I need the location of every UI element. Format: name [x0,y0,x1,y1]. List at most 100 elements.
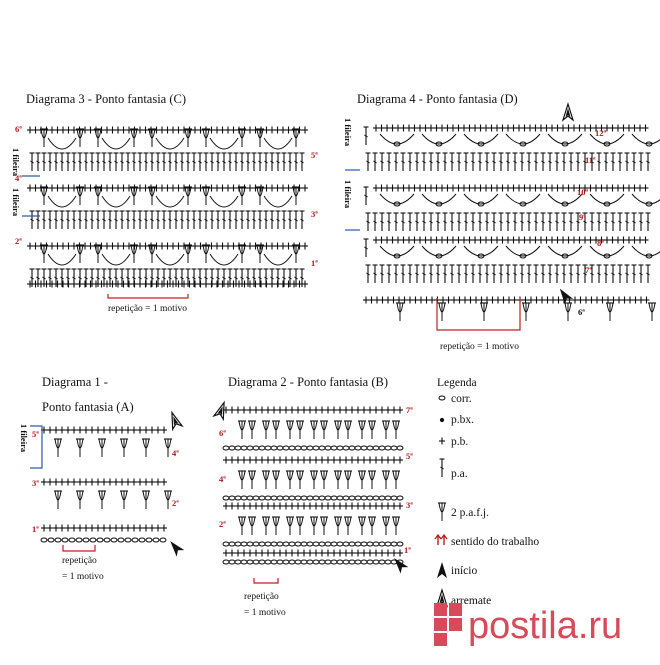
single-crochet-stitch [388,235,397,245]
chain-stitch [300,559,308,565]
double-crochet-stitch [392,152,400,172]
single-crochet-stitch [295,183,304,193]
chain-stitch [47,537,55,543]
single-crochet-stitch [454,183,463,193]
single-crochet-stitch [405,235,413,245]
single-crochet-stitch [330,548,338,558]
chain-stitch [222,541,230,547]
single-crochet-stitch [432,183,441,193]
single-crochet-stitch [240,405,248,415]
double-crochet-stitch [385,264,393,284]
double-crochet-stitch [76,152,84,172]
single-crochet-stitch [118,425,126,435]
foundation-single-crochet [505,295,513,305]
single-crochet-stitch [97,183,106,193]
double-crochet-stitch [497,212,505,232]
single-crochet-stitch [592,183,600,193]
cluster-stitch [357,516,367,536]
chain-stitch [312,559,320,565]
single-crochet-stitch [258,548,266,558]
chain-stitch [152,537,160,543]
single-crochet-stitch [537,235,545,245]
single-crochet-stitch [390,501,398,511]
single-crochet-stitch [82,425,90,435]
chain-arc [421,245,457,257]
single-crochet-stitch [348,405,356,415]
cluster-stitch [237,420,247,440]
chain-stitch [82,537,90,543]
svg-text:p.bx.: p.bx. [451,414,474,426]
foundation-single-crochet [444,295,453,305]
chain-stitch [61,537,69,543]
double-crochet-stitch [434,152,442,172]
chain-stitch [324,541,332,547]
single-crochet-stitch [228,501,236,511]
diagram-4-stitches [362,123,660,322]
chain-stitch [234,559,242,565]
chain-stitch [282,445,290,451]
single-crochet-stitch [509,183,518,193]
double-crochet-stitch [88,152,96,172]
chain-stitch [360,541,368,547]
cluster-stitch [147,186,157,206]
double-crochet-stitch [28,152,36,172]
foundation-single-crochet [466,295,475,305]
chain-arc [379,193,415,205]
single-crochet-stitch [218,183,227,193]
foundation-single-crochet [510,295,519,305]
double-crochet-stitch [362,238,370,258]
double-crochet-stitch [399,152,407,172]
double-crochet-stitch [448,264,456,284]
double-crochet-stitch [448,212,456,232]
foundation-single-crochet [576,295,585,305]
single-crochet-stitch [82,477,90,487]
foundation-single-crochet [554,295,563,305]
single-crochet-stitch [443,123,452,133]
single-crochet-stitch [295,125,304,135]
single-crochet-stitch [438,183,446,193]
single-crochet-stitch [191,125,199,135]
svg-text:p.a.: p.a. [451,468,468,480]
diagram-1-finish-marker-icon [166,410,183,430]
double-crochet-stitch [238,152,246,172]
single-crochet-stitch [318,405,326,415]
chain-stitch [117,537,125,543]
single-crochet-stitch [454,235,463,245]
double-crochet-stitch [100,210,108,230]
foundation-single-crochet [417,295,425,305]
foundation-single-crochet [207,279,216,289]
single-crochet-stitch [213,183,221,193]
diagram-1-row-3: 3ª [32,478,39,488]
double-crochet-stitch [532,212,540,232]
diagram-2-row-4: 4ª [219,474,226,484]
single-crochet-stitch [383,235,391,245]
foundation-single-crochet [571,295,579,305]
chain-stitch [330,495,338,501]
single-crochet-stitch [520,123,529,133]
double-crochet-stitch [399,264,407,284]
cluster-stitch [75,186,85,206]
single-crochet-stitch [276,455,284,465]
single-crochet-stitch [169,241,177,251]
cluster-stitch [291,128,301,148]
single-crochet-stitch [234,548,242,558]
single-crochet-stitch [70,425,78,435]
diagram-1-row-4: 4ª [172,448,179,458]
double-crochet-stitch [172,152,180,172]
chain-stitch [252,495,260,501]
legend-item-slip-stitch: p.bx. [439,414,474,426]
single-crochet-stitch [301,241,309,251]
chain-stitch [372,541,380,547]
diagram-4-side-label-bottom: 1 fileira [343,180,353,209]
cluster-stitch [271,516,281,536]
double-crochet-stitch [256,210,264,230]
single-crochet-stitch [427,235,435,245]
double-crochet-stitch [34,152,42,172]
cluster-stitch [381,470,391,490]
single-crochet-stitch [276,548,284,558]
chain-stitch [75,537,83,543]
single-crochet-stitch [276,405,284,415]
double-crochet-stitch [406,152,414,172]
double-crochet-stitch [196,210,204,230]
single-crochet-stitch [410,183,419,193]
